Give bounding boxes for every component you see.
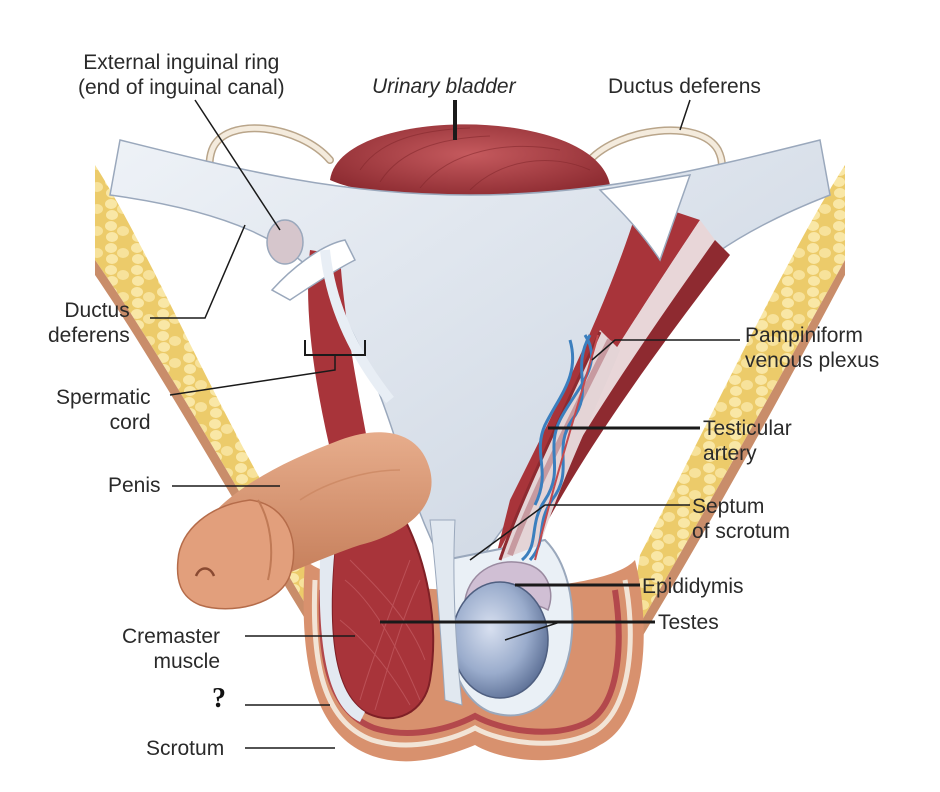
- label-scrotum: Scrotum: [146, 737, 225, 760]
- label-ductus-deferens-left: Ductus deferens: [48, 299, 130, 347]
- cremaster-muscle: [330, 518, 435, 720]
- label-cremaster-muscle: Cremaster muscle: [122, 625, 221, 673]
- label-external-inguinal-ring: External inguinal ring (end of inguinal …: [78, 51, 285, 99]
- label-pampiniform-plexus: Pampiniform venous plexus: [745, 324, 880, 372]
- penis-shape: [176, 432, 432, 610]
- testis-shape: [451, 581, 549, 699]
- label-unknown-layer: ?: [212, 683, 226, 714]
- testicular-artery-vessel: [534, 334, 599, 561]
- label-penis: Penis: [108, 474, 161, 497]
- label-urinary-bladder: Urinary bladder: [372, 75, 516, 98]
- septum-shape: [429, 519, 463, 706]
- right-muscle-band: [495, 200, 700, 560]
- external-inguinal-ring: [266, 219, 304, 265]
- right-skin-edge: [625, 260, 845, 660]
- urinary-bladder: [330, 124, 610, 200]
- label-epididymis: Epididymis: [642, 575, 744, 598]
- label-ductus-deferens-right: Ductus deferens: [608, 75, 761, 98]
- label-septum-of-scrotum: Septum of scrotum: [692, 495, 791, 543]
- leader-lines: [150, 99, 740, 749]
- label-testes: Testes: [658, 611, 719, 634]
- label-testicular-artery: Testicular artery: [703, 417, 792, 465]
- label-spermatic-cord: Spermatic cord: [56, 386, 151, 434]
- right-fat-layer: [625, 165, 845, 650]
